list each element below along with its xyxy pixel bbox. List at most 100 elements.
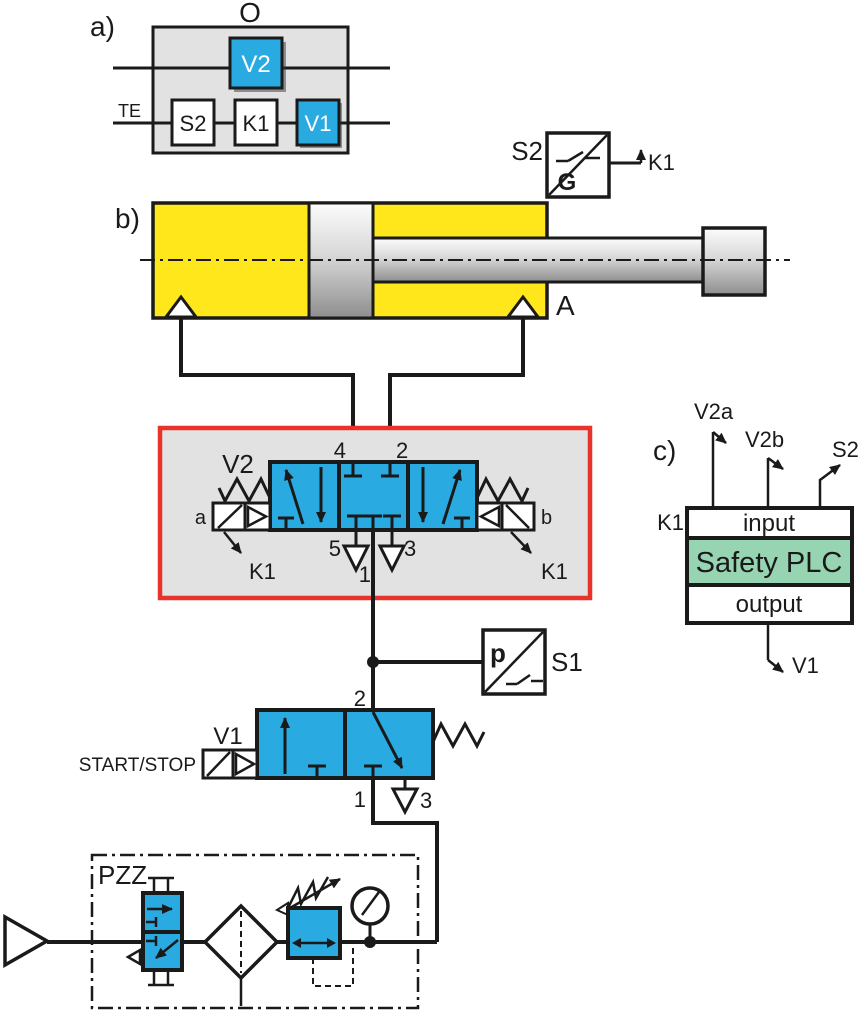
output-v1-arrow: [767, 659, 784, 673]
input-s2-line: [818, 464, 841, 508]
exhaust-5-icon: [341, 544, 371, 574]
pressure-regulator: [274, 876, 354, 987]
supply-source-icon: [3, 913, 51, 969]
input-v2b-label: V2b: [745, 427, 784, 452]
coil-left-leader: [223, 531, 242, 554]
valve-v1-label: V1: [213, 723, 242, 750]
block-v1: [295, 98, 341, 147]
port1-label: 1: [359, 562, 371, 587]
tube-v1-to-pzz: [371, 778, 439, 942]
plc-output-box: [685, 583, 854, 625]
valve-v1-box-left: [255, 708, 347, 780]
pilot-a-label: a: [195, 507, 207, 529]
valve-v1-right-symbols: [364, 711, 404, 778]
contact-symbol-icon: [556, 150, 600, 163]
input-v2a-arrow: [712, 431, 727, 444]
sensor-s2-label: S2: [511, 136, 543, 166]
junction-dot: [367, 656, 379, 668]
solenoid-v1: [201, 748, 259, 780]
position-sensor-s2: S2 G K1: [511, 131, 675, 199]
section-b-label: b): [115, 203, 140, 234]
valve-v2-label: V2: [222, 449, 254, 479]
block-v2-label: V2: [241, 51, 270, 78]
pressure-sensor-s1: p S1: [367, 628, 583, 696]
valve-v2-box-left: [268, 460, 341, 532]
port5-label: 5: [329, 536, 341, 561]
pzz-label: PZZ: [98, 860, 147, 890]
gauge-needle: [360, 891, 381, 916]
tube-port4: [179, 318, 355, 464]
sensor-s1-letter: p: [490, 638, 506, 668]
port4-label: 4: [334, 438, 346, 463]
sensor-s1-diagonal: [484, 631, 544, 693]
valve-v1-left-symbols: [280, 717, 326, 778]
cylinder-port-right: [505, 294, 541, 319]
v1-port2-label: 2: [354, 686, 366, 711]
plc-input-text: input: [743, 510, 795, 537]
spring-icon: [431, 720, 486, 750]
sensor-s1-label: S1: [551, 647, 583, 677]
sensor-s2-diagonal: [548, 134, 608, 196]
plc-output-text: output: [736, 591, 803, 618]
regulator-feedback-dashed: [312, 946, 354, 987]
regulator-adjust-arrow: [289, 877, 341, 910]
valve-v2-right-symbols: [418, 467, 470, 530]
valve-v2: V2: [195, 438, 568, 710]
cylinder: b) A: [115, 201, 790, 321]
shutoff-valve: [125, 876, 184, 987]
ladder-diagram: a) O TE V2 S2 K1 V1: [90, 0, 390, 155]
regulator-body: [286, 906, 342, 960]
v1-port1-label: 1: [354, 787, 366, 812]
cylinder-port-left: [163, 294, 199, 319]
pilot-solenoid-b: [475, 501, 536, 532]
block-k1: [233, 98, 279, 147]
sensor-s2-coil-label: K1: [648, 150, 675, 175]
tubing-cylinder-to-valve: [179, 318, 525, 464]
section-a-label: a): [90, 11, 115, 42]
v1-port3-label: 3: [420, 788, 432, 813]
sensor-s2-letter: G: [558, 169, 577, 196]
input-v2a-label: V2a: [694, 399, 734, 424]
port-a-label: A: [556, 290, 575, 321]
safety-plc-diagram: c) V2a V2b S2 K1 input Safety PLC output…: [653, 399, 859, 678]
block-s2-label: S2: [180, 111, 207, 136]
contact-symbol-icon: [506, 673, 543, 686]
rail-label-te: TE: [118, 101, 141, 121]
exhaust-3-icon: [377, 544, 407, 574]
block-v1-label: V1: [305, 111, 332, 136]
coil-left-label: K1: [249, 559, 276, 584]
filter: [202, 903, 280, 1006]
valve-v2-box-right: [406, 460, 479, 532]
block-v2: [228, 36, 284, 90]
block-s2: [170, 98, 216, 147]
block-k1-label: K1: [243, 111, 270, 136]
pressure-gauge: [350, 886, 390, 942]
start-stop-label: START/STOP: [79, 755, 196, 776]
output-v1-label: V1: [792, 653, 819, 678]
port2-label: 2: [396, 438, 408, 463]
plc-k1-label: K1: [657, 510, 684, 535]
exhaust-3-icon: [390, 787, 420, 816]
input-s2-label: S2: [832, 437, 859, 462]
valve-v2-box-middle: [337, 460, 410, 532]
input-v2b-arrow: [767, 456, 784, 471]
coil-right-label: K1: [541, 559, 568, 584]
spring-right-icon: [475, 475, 530, 505]
pzz-frame: [90, 853, 420, 1010]
section-c-label: c): [653, 435, 676, 466]
pilot-b-label: b: [541, 507, 552, 529]
port3-label: 3: [404, 536, 416, 561]
ladder-title: O: [239, 0, 261, 28]
exhaust-left-icon: [125, 947, 142, 967]
junction-dot: [364, 936, 376, 948]
coil-right-leader: [510, 531, 532, 554]
valve-v2-left-symbols: [278, 467, 326, 530]
spring-left-icon: [217, 475, 272, 505]
tube-port2: [388, 318, 525, 464]
pilot-solenoid-a: [211, 501, 272, 532]
valve-v1: 2 V1 START/STOP 1 3: [79, 686, 486, 942]
valve-v2-middle-symbols: [344, 462, 401, 530]
air-service-unit-pzz: PZZ: [3, 853, 437, 1010]
